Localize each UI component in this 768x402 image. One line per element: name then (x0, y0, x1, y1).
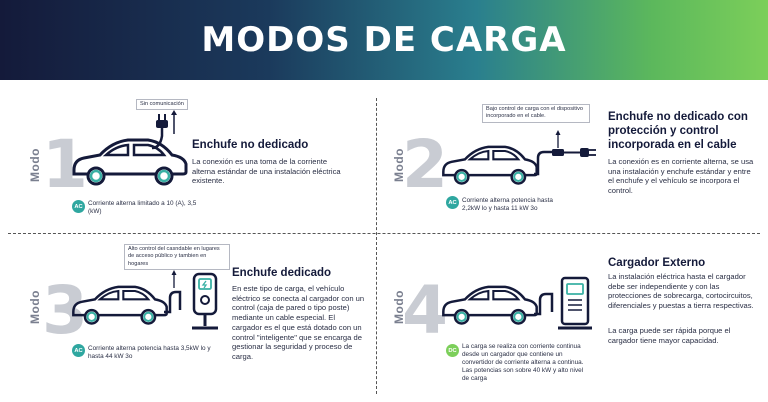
dc-badge: DC (446, 344, 459, 357)
mode-1-note: Sin comunicación (136, 99, 188, 111)
header-banner: MODOS DE CARGA (0, 0, 768, 80)
mode-2-number: 2 (402, 126, 448, 203)
page-title: MODOS DE CARGA (201, 20, 567, 60)
car-icon (442, 285, 538, 325)
mode-1-description: La conexión es una toma de la corriente … (192, 157, 341, 186)
mode-4-title: Cargador Externo (608, 257, 706, 269)
mode-3-number: 3 (42, 272, 88, 349)
mode-3-description: En este tipo de carga, el vehículo eléct… (232, 284, 365, 362)
mode-3-label: Modo (28, 290, 42, 324)
mode-3-badge-text: Corriente alterna potencia hasta 3,5kW l… (88, 345, 211, 360)
mode-1-label: Modo (28, 148, 42, 182)
car-icon (72, 285, 168, 325)
cable-control-plug-icon (534, 130, 596, 176)
mode-1-title: Enchufe no dedicado (192, 139, 309, 151)
mode-4-description: La instalación eléctrica hasta el cargad… (608, 272, 754, 311)
ac-badge: AC (72, 200, 85, 213)
horizontal-divider (8, 233, 760, 234)
mode-2-title: Enchufe no dedicado con protección y con… (608, 111, 748, 152)
wallbox-charger-icon (164, 270, 218, 330)
car-icon (72, 138, 188, 186)
ac-badge: AC (446, 196, 459, 209)
vertical-divider (376, 98, 377, 394)
mode-4-description-extra: La carga puede ser rápida porque el carg… (608, 326, 731, 345)
mode-1-badge-text: Corriente alterna limitado a 10 (A), 3,5… (88, 200, 197, 215)
mode-3-note: Alto control del casndable en lugares de… (124, 244, 230, 270)
mode-3-title: Enchufe dedicado (232, 267, 332, 279)
mode-2-note: Bajo control de carga con el dispositivo… (482, 104, 590, 123)
mode-4-badge-text: La carga se realiza con corriente contin… (462, 343, 584, 382)
plug-icon (151, 110, 177, 150)
car-icon (442, 145, 538, 185)
mode-4-number: 4 (402, 272, 448, 349)
mode-2-description: La conexión es en corriente alterna, se … (608, 157, 754, 196)
ac-badge: AC (72, 344, 85, 357)
mode-2-badge-text: Corriente alterna potencia hasta 2,2kW l… (462, 197, 553, 212)
external-charger-icon (534, 276, 592, 330)
mode-1-number: 1 (42, 126, 88, 203)
